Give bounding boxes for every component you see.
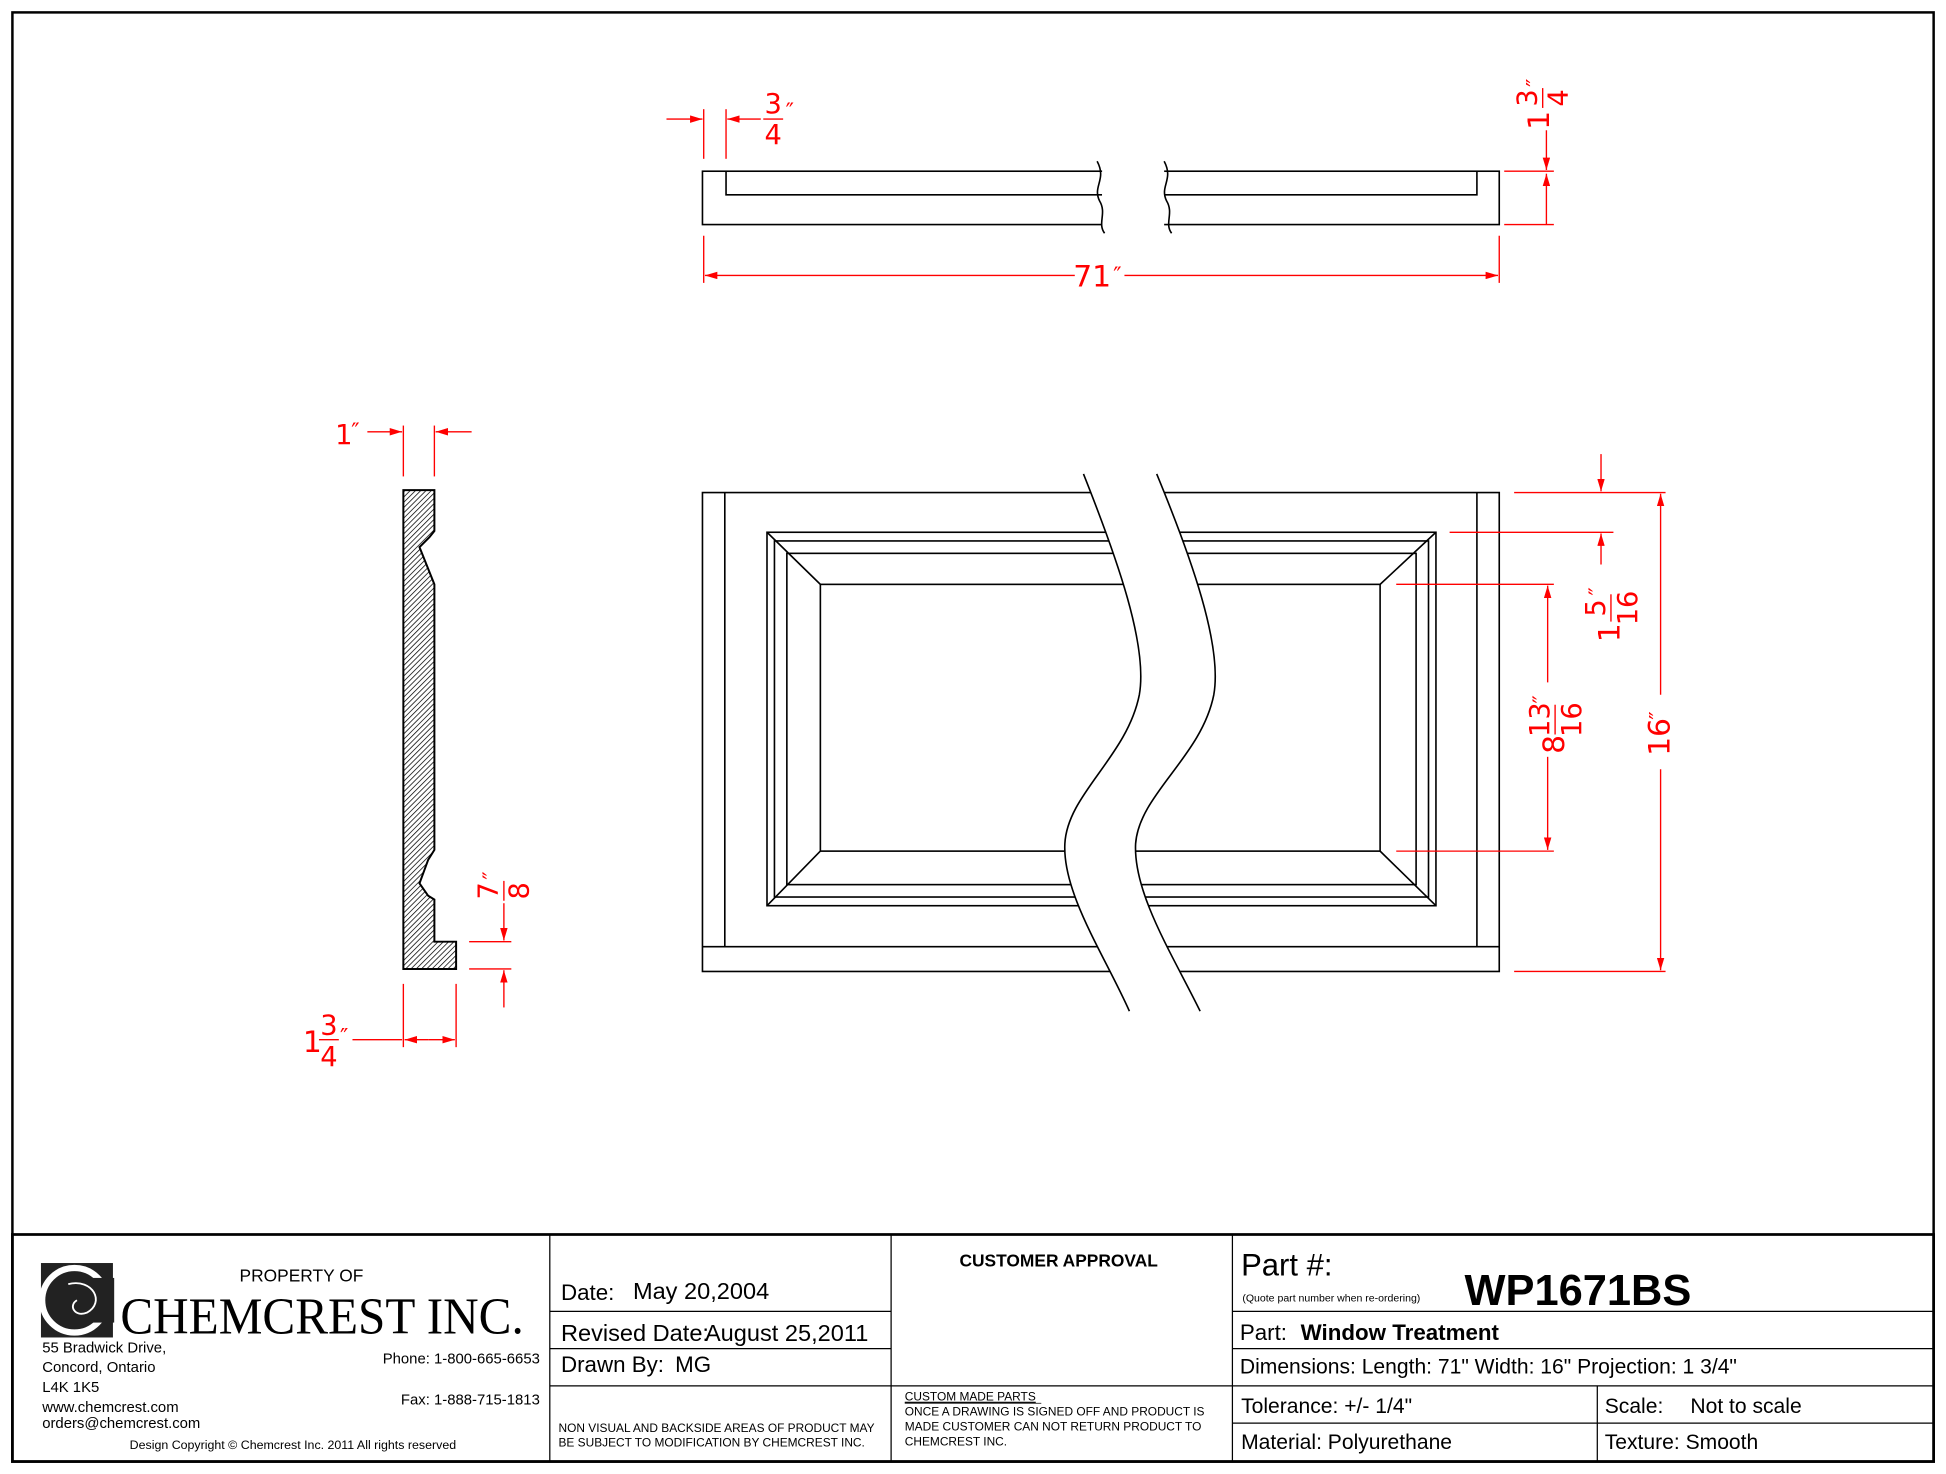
part-label: Part: bbox=[1240, 1320, 1287, 1345]
front-view: 16 ″ 1 5 16 ″ 8 13 16 ″ bbox=[701, 454, 1677, 1012]
scale-value: Not to scale bbox=[1690, 1395, 1801, 1418]
customer-approval: CUSTOMER APPROVAL bbox=[959, 1251, 1158, 1271]
phone: Phone: 1-800-665-6653 bbox=[383, 1352, 540, 1368]
custom-parts-title: CUSTOM MADE PARTS bbox=[905, 1390, 1036, 1404]
copyright: Design Copyright © Chemcrest Inc. 2011 A… bbox=[130, 1438, 457, 1452]
part-number-note: (Quote part number when re-ordering) bbox=[1242, 1292, 1420, 1304]
svg-text:1: 1 bbox=[1522, 111, 1557, 130]
revised-label: Revised Date: bbox=[561, 1320, 709, 1346]
revised-value: August 25,2011 bbox=[705, 1320, 868, 1346]
address-line: L4K 1K5 bbox=[42, 1380, 99, 1396]
svg-text:″: ″ bbox=[340, 1025, 348, 1051]
dim-length: 71 bbox=[1073, 260, 1111, 295]
svg-text:13: 13 bbox=[1525, 702, 1556, 737]
date-label: Date: bbox=[561, 1280, 614, 1305]
custom-parts-note: ONCE A DRAWING IS SIGNED OFF AND PRODUCT… bbox=[905, 1405, 1205, 1419]
part-number-label: Part #: bbox=[1241, 1247, 1332, 1282]
website-link[interactable]: www.chemcrest.com bbox=[41, 1400, 178, 1416]
svg-text:16: 16 bbox=[1613, 591, 1644, 626]
property-of: PROPERTY OF bbox=[240, 1266, 364, 1286]
svg-text:″: ″ bbox=[1523, 79, 1549, 87]
svg-text:″: ″ bbox=[351, 419, 359, 445]
company-logo-icon bbox=[39, 1263, 115, 1338]
custom-parts-note: CHEMCREST INC. bbox=[905, 1434, 1007, 1448]
top-view: 3 4 ″ 71 ″ 1 3 4 ″ bbox=[666, 79, 1575, 295]
non-visual-note: BE SUBJECT TO MODIFICATION BY CHEMCREST … bbox=[558, 1436, 864, 1450]
svg-text:″: ″ bbox=[1585, 587, 1611, 595]
svg-text:16: 16 bbox=[1642, 718, 1677, 756]
dim-side-lip: 7 8 ″ bbox=[474, 871, 536, 901]
date-value: May 20,2004 bbox=[633, 1278, 769, 1304]
dim-side-projection-whole: 1 bbox=[303, 1025, 322, 1060]
svg-text:1: 1 bbox=[1593, 623, 1628, 642]
dim-top-projection: 1 3 4 ″ bbox=[1512, 79, 1574, 130]
address-line: 55 Bradwick Drive, bbox=[42, 1340, 166, 1356]
title-block: PROPERTY OF CHEMCREST INC. 55 Bradwick D… bbox=[11, 1233, 1935, 1463]
svg-text:3: 3 bbox=[320, 1011, 337, 1042]
custom-parts-note: MADE CUSTOMER CAN NOT RETURN PRODUCT TO bbox=[905, 1420, 1202, 1434]
inch-mark: ″ bbox=[786, 99, 794, 125]
company-name: CHEMCREST INC. bbox=[120, 1289, 523, 1346]
dim-panel-height: 8 13 16 ″ bbox=[1525, 695, 1588, 754]
dim-overall-width: 16 ″ bbox=[1642, 711, 1677, 756]
svg-text:3: 3 bbox=[1512, 89, 1543, 106]
dim-top-thickness-num: 3 bbox=[765, 89, 782, 120]
svg-text:4: 4 bbox=[320, 1042, 337, 1073]
dim-top-thickness-den: 4 bbox=[765, 120, 782, 151]
texture: Texture: Smooth bbox=[1605, 1431, 1759, 1454]
email-link[interactable]: orders@chemcrest.com bbox=[42, 1416, 200, 1432]
non-visual-note: NON VISUAL AND BACKSIDE AREAS OF PRODUCT… bbox=[558, 1421, 874, 1435]
svg-text:5: 5 bbox=[1581, 599, 1612, 616]
dim-side-width: 1 bbox=[335, 420, 352, 451]
svg-text:4: 4 bbox=[1544, 89, 1575, 106]
drawn-label: Drawn By: bbox=[561, 1352, 664, 1377]
tolerance: Tolerance: +/- 1/4" bbox=[1241, 1395, 1412, 1418]
svg-text:″: ″ bbox=[479, 871, 505, 879]
svg-text:″: ″ bbox=[1646, 711, 1672, 719]
part-number: WP1671BS bbox=[1464, 1267, 1691, 1315]
fax: Fax: 1-888-715-1813 bbox=[401, 1392, 540, 1408]
svg-text:16: 16 bbox=[1557, 702, 1588, 737]
part-name: Window Treatment bbox=[1301, 1320, 1500, 1345]
side-profile-view: 1 ″ 7 8 ″ 1 3 4 ″ bbox=[303, 419, 536, 1073]
address-line: Concord, Ontario bbox=[42, 1360, 155, 1376]
svg-text:″: ″ bbox=[1529, 695, 1555, 703]
dim-panel-offset: 1 5 16 ″ bbox=[1581, 587, 1644, 642]
dimensions-summary: Dimensions: Length: 71" Width: 16" Proje… bbox=[1240, 1355, 1737, 1378]
svg-text:7: 7 bbox=[474, 882, 505, 899]
svg-text:8: 8 bbox=[505, 882, 536, 899]
svg-text:8: 8 bbox=[1537, 735, 1572, 754]
material: Material: Polyurethane bbox=[1241, 1431, 1452, 1454]
inch-mark: ″ bbox=[1113, 263, 1121, 289]
drawn-value: MG bbox=[675, 1352, 711, 1377]
scale-label: Scale: bbox=[1605, 1395, 1664, 1418]
